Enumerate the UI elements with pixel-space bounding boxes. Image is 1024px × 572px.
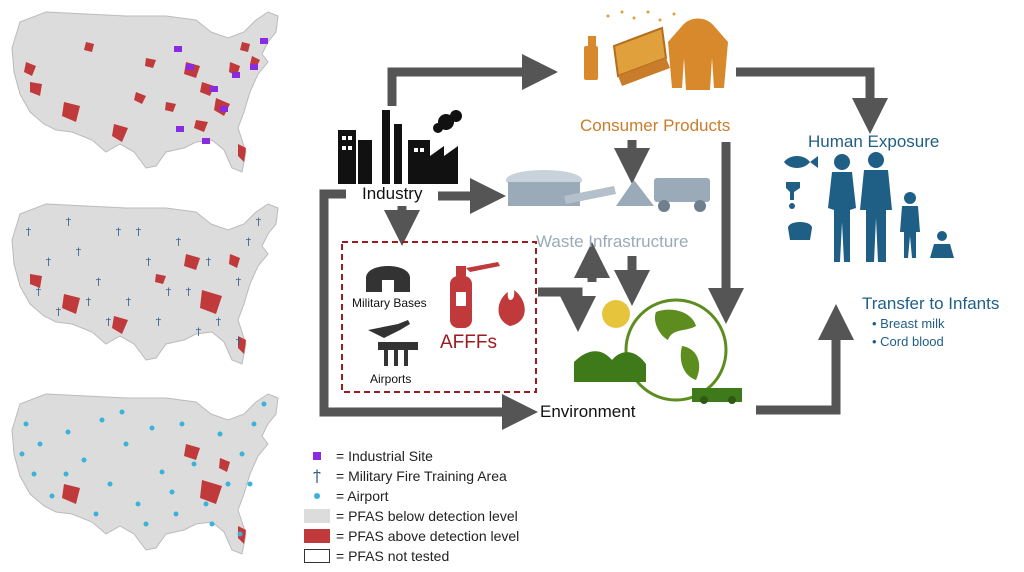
us-map-airports bbox=[11, 393, 279, 555]
svg-text:ϯ: ϯ bbox=[116, 227, 121, 237]
svg-text:ϯ: ϯ bbox=[26, 227, 31, 237]
legend-military-fire-training: ϯ = Military Fire Training Area bbox=[313, 468, 507, 484]
legend-above-detection: = PFAS above detection level bbox=[304, 526, 519, 546]
industrial-site-icon bbox=[313, 452, 321, 460]
human-exposure-label: Human Exposure bbox=[808, 132, 940, 151]
airport-marker-icon bbox=[314, 493, 320, 499]
fire-extinguisher-icon bbox=[450, 262, 525, 328]
environment-globe-icon bbox=[574, 298, 742, 404]
svg-text:ϯ: ϯ bbox=[216, 317, 221, 327]
transfer-item-cord-blood: • Cord blood bbox=[872, 334, 944, 349]
legend-industrial-site: = Industrial Site bbox=[304, 446, 433, 466]
svg-text:ϯ: ϯ bbox=[236, 337, 241, 347]
afffs-label: AFFFs bbox=[440, 332, 497, 353]
military-base-icon bbox=[366, 266, 410, 292]
industry-icon bbox=[338, 110, 462, 184]
us-map-industrial-sites bbox=[11, 11, 279, 173]
food-water-icons bbox=[784, 156, 818, 240]
legend-not-tested: = PFAS not tested bbox=[304, 546, 449, 566]
svg-text:ϯ: ϯ bbox=[256, 217, 261, 227]
svg-text:ϯ: ϯ bbox=[66, 217, 71, 227]
svg-text:ϯ: ϯ bbox=[106, 317, 111, 327]
legend-airport: = Airport bbox=[304, 486, 389, 506]
svg-text:ϯ: ϯ bbox=[166, 287, 171, 297]
military-bases-label: Military Bases bbox=[352, 296, 427, 310]
transfer-item-breast-milk: • Breast milk bbox=[872, 316, 945, 331]
svg-text:ϯ: ϯ bbox=[86, 297, 91, 307]
svg-text:ϯ: ϯ bbox=[136, 227, 141, 237]
svg-text:ϯ: ϯ bbox=[126, 297, 131, 307]
svg-text:ϯ: ϯ bbox=[96, 277, 101, 287]
legend-below-detection: = PFAS below detection level bbox=[304, 506, 518, 526]
family-silhouette-icon bbox=[828, 152, 954, 262]
waste-infrastructure-icon bbox=[506, 170, 710, 212]
svg-text:ϯ: ϯ bbox=[196, 327, 201, 337]
svg-text:ϯ: ϯ bbox=[236, 277, 241, 287]
svg-text:ϯ: ϯ bbox=[36, 287, 41, 297]
svg-text:ϯ: ϯ bbox=[46, 257, 51, 267]
environment-label: Environment bbox=[540, 402, 636, 421]
transfer-to-infants-label: Transfer to Infants bbox=[862, 294, 1000, 313]
airport-icon bbox=[368, 320, 418, 366]
below-detection-swatch bbox=[304, 509, 330, 523]
waste-infrastructure-label: Waste Infrastructure bbox=[536, 232, 689, 251]
svg-text:ϯ: ϯ bbox=[176, 237, 181, 247]
svg-text:ϯ: ϯ bbox=[186, 287, 191, 297]
above-detection-swatch bbox=[304, 529, 330, 543]
not-tested-swatch bbox=[304, 549, 330, 563]
industry-label: Industry bbox=[362, 184, 423, 203]
svg-text:ϯ: ϯ bbox=[206, 257, 211, 267]
airports-label: Airports bbox=[370, 372, 412, 386]
consumer-products-icon bbox=[584, 10, 728, 90]
military-fire-training-icon: ϯ bbox=[313, 468, 321, 484]
svg-text:ϯ: ϯ bbox=[76, 247, 81, 257]
svg-text:ϯ: ϯ bbox=[56, 307, 61, 317]
svg-text:ϯ: ϯ bbox=[156, 317, 161, 327]
svg-text:ϯ: ϯ bbox=[246, 237, 251, 247]
svg-text:ϯ: ϯ bbox=[146, 257, 151, 267]
consumer-products-label: Consumer Products bbox=[580, 116, 731, 135]
